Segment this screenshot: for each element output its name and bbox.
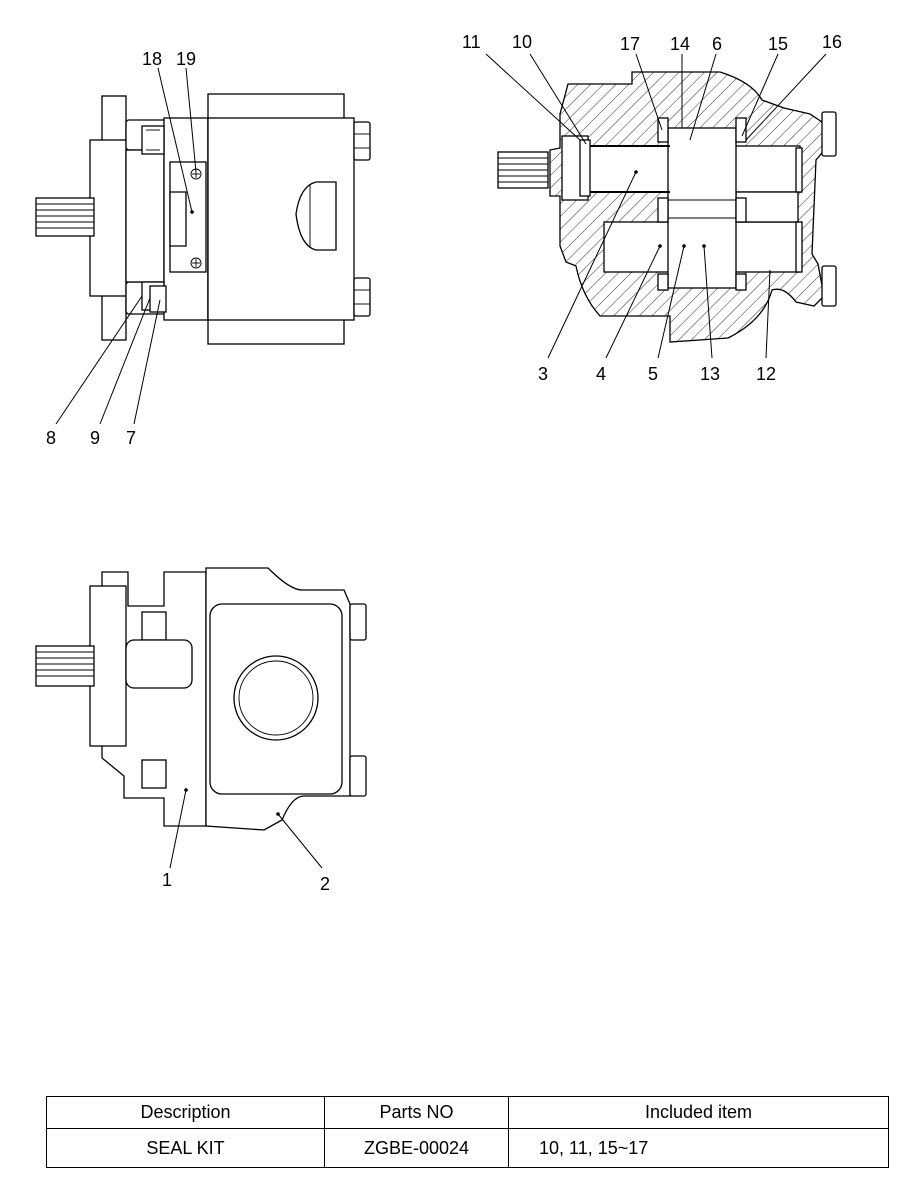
callout-14: 14	[670, 34, 690, 54]
callout-7: 7	[126, 428, 136, 448]
callout-15: 15	[768, 34, 788, 54]
cell-included-item: 10, 11, 15~17	[508, 1128, 889, 1168]
callout-10: 10	[512, 32, 532, 52]
header-parts-no: Parts NO	[324, 1096, 509, 1129]
leader-dots	[184, 170, 706, 816]
table-header-row: Description Parts NO Included item	[46, 1096, 889, 1129]
callout-6: 6	[712, 34, 722, 54]
callout-11: 11	[462, 32, 481, 52]
callout-19: 19	[176, 49, 196, 69]
header-description: Description	[46, 1096, 325, 1129]
callout-9: 9	[90, 428, 100, 448]
callout-2: 2	[320, 874, 330, 894]
cell-description: SEAL KIT	[46, 1128, 325, 1168]
table-row: SEAL KIT ZGBE-00024 10, 11, 15~17	[46, 1128, 889, 1168]
pump-front-view	[35, 567, 367, 831]
callout-3: 3	[538, 364, 548, 384]
header-included-item: Included item	[508, 1096, 889, 1129]
pump-cross-section	[497, 71, 837, 343]
callout-16: 16	[822, 32, 842, 52]
callout-8: 8	[46, 428, 56, 448]
callout-5: 5	[648, 364, 658, 384]
callout-12: 12	[756, 364, 776, 384]
cell-parts-no: ZGBE-00024	[324, 1128, 509, 1168]
parts-table: Description Parts NO Included item SEAL …	[46, 1096, 889, 1168]
callout-4: 4	[596, 364, 606, 384]
callout-1: 1	[162, 870, 172, 890]
callout-labels: 18 19 8 9 7 11 10 17 14 6 15 16 3 4 5 13…	[46, 32, 842, 894]
callout-18: 18	[142, 49, 162, 69]
callout-17: 17	[620, 34, 640, 54]
pump-side-view	[35, 93, 371, 345]
callout-13: 13	[700, 364, 720, 384]
leader-lines	[55, 53, 827, 869]
